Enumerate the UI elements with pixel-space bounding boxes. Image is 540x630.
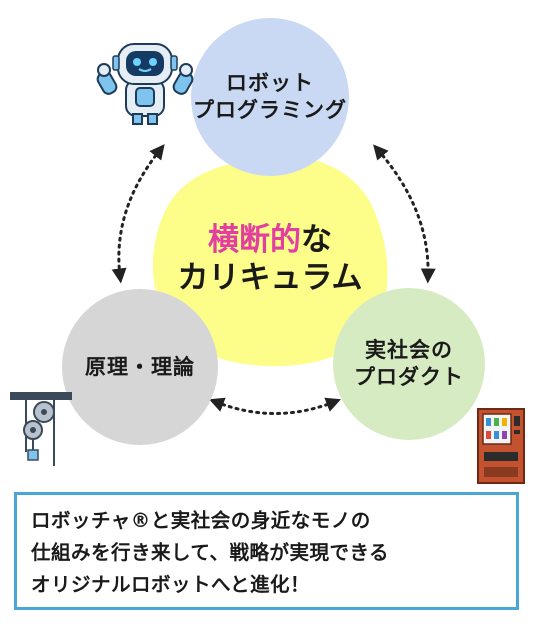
center-highlight: 横断的 (208, 222, 301, 258)
arrow-top-right (373, 144, 436, 284)
caption-line-3: オリジナルロボットへと進化！ (31, 573, 311, 596)
circle-left-label: 原理・理論 (85, 354, 195, 379)
center-title: 横断的な カリキュラム (150, 221, 390, 297)
circle-right-line1: 実社会の (365, 338, 453, 362)
arrow-top-left (111, 144, 165, 284)
center-line1-rest: な (301, 222, 332, 258)
arrow-bottom (209, 397, 341, 415)
circle-right-line2: プロダクト (354, 365, 464, 389)
circle-top-line1: ロボット (226, 71, 314, 95)
center-line2: カリキュラム (177, 260, 363, 296)
caption-line-2: 仕組みを行き来して、戦略が実現できる (31, 541, 390, 564)
caption-line-1: ロボッチャ®と実社会の身近なモノの (31, 509, 371, 532)
circle-principles-theory: 原理・理論 (62, 289, 218, 445)
caption-box: ロボッチャ®と実社会の身近なモノの 仕組みを行き来して、戦略が実現できる オリジ… (14, 492, 519, 610)
circle-robot-programming: ロボット プログラミング (191, 18, 349, 176)
circle-real-world-products: 実社会の プロダクト (333, 288, 485, 440)
circle-top-line2: プログラミング (193, 98, 347, 122)
